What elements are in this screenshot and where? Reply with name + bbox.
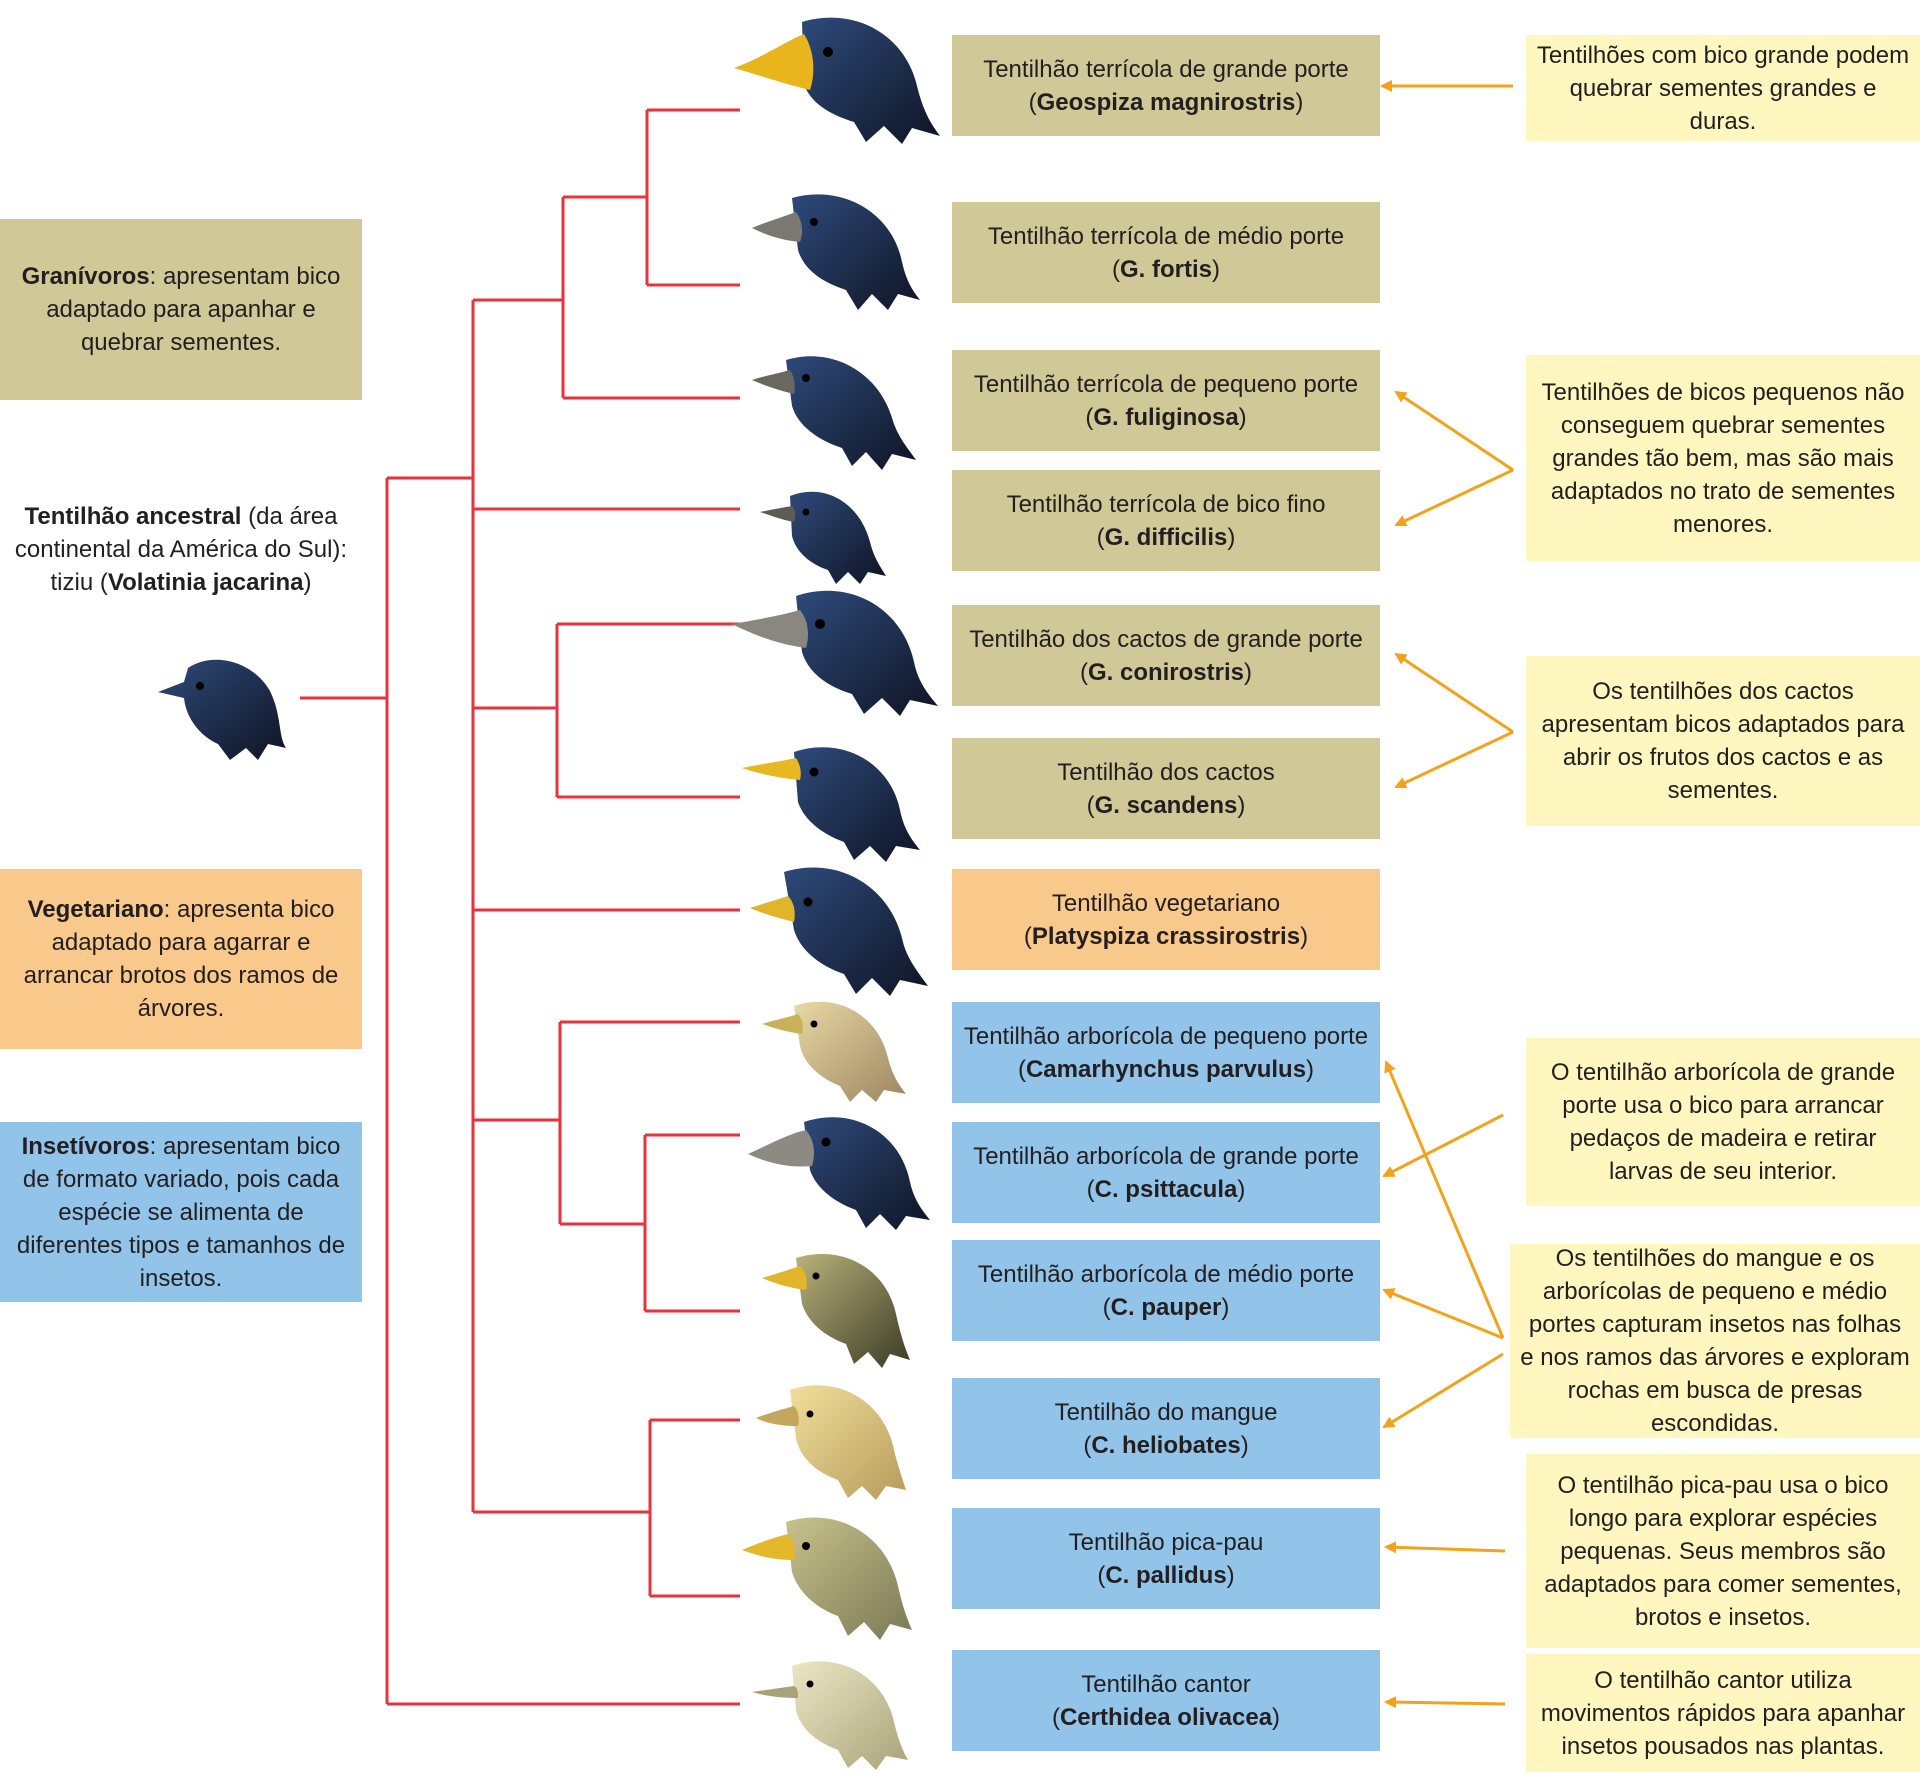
category-description: : apresentam bico adaptado para apanhar …: [46, 263, 341, 356]
bird-head-fuliginosa: [752, 356, 916, 470]
species-scientific-name: C. psittacula: [1094, 1175, 1238, 1203]
species-scientific-name: G. fortis: [1119, 255, 1212, 283]
bird-head-ancestral: [158, 659, 286, 760]
species-scientific-name: Camarhynchus parvulus: [1025, 1055, 1307, 1083]
species-box: Tentilhão arborícola de pequeno porte (C…: [952, 1002, 1380, 1103]
category-description: : apresentam bico de formato variado, po…: [16, 1132, 346, 1292]
arrow-2b: [1394, 468, 1514, 527]
species-scientific-name: C. heliobates: [1091, 1431, 1241, 1459]
tree-branches: [300, 108, 740, 1706]
ancestral-scientific-name: Volatinia jacarina: [107, 568, 304, 596]
species-box: Tentilhão dos cactos (G. scandens): [952, 738, 1380, 839]
species-common-name: Tentilhão arborícola de pequeno porte: [963, 1022, 1369, 1050]
note-text: Tentilhões com bico grande podem quebrar…: [1536, 41, 1910, 135]
note-box: Tentilhões de bicos pequenos não consegu…: [1526, 355, 1920, 561]
note-text: Os tentilhões dos cactos apresentam bico…: [1541, 678, 1905, 804]
category-vegetariano: Vegetariano: apresenta bico adaptado par…: [0, 869, 362, 1049]
arrow-5b: [1382, 1288, 1504, 1340]
bird-head-olivacea: [752, 1661, 908, 1770]
species-common-name: Tentilhão dos cactos de grande porte: [969, 625, 1363, 653]
species-scientific-name: Platyspiza crassirostris: [1031, 922, 1301, 950]
category-term: Granívoros: [21, 263, 150, 290]
bird-head-difficilis: [760, 491, 886, 584]
ancestral-term: Tentilhão ancestral: [24, 502, 242, 530]
category-granivoros: Granívoros: apresentam bico adaptado par…: [0, 219, 362, 400]
species-box: Tentilhão terrícola de grande porte (Geo…: [952, 35, 1380, 136]
species-box: Tentilhão arborícola de médio porte (C. …: [952, 1240, 1380, 1341]
category-description: : apresenta bico adaptado para agarrar e…: [23, 896, 339, 1022]
species-box: Tentilhão vegetariano (Platyspiza crassi…: [952, 869, 1380, 970]
species-common-name: Tentilhão terrícola de grande porte: [983, 55, 1349, 83]
species-scientific-name: C. pallidus: [1105, 1561, 1227, 1589]
note-text: Tentilhões de bicos pequenos não consegu…: [1541, 378, 1905, 538]
bird-illustrations: [158, 17, 940, 1770]
note-box: Os tentilhões dos cactos apresentam bico…: [1526, 656, 1920, 826]
category-insetivoros: Insetívoros: apresentam bico de formato …: [0, 1122, 362, 1302]
species-scientific-name: G. scandens: [1094, 791, 1238, 819]
species-box: Tentilhão terrícola de pequeno porte (G.…: [952, 350, 1380, 451]
species-scientific-name: G. difficilis: [1104, 523, 1228, 551]
species-common-name: Tentilhão cantor: [1081, 1670, 1251, 1698]
arrow-5a: [1384, 1060, 1505, 1339]
bird-head-psittacula: [748, 1117, 930, 1230]
bird-head-scandens: [742, 747, 920, 862]
category-term: Insetívoros: [21, 1132, 150, 1160]
species-common-name: Tentilhão terrícola de médio porte: [987, 222, 1345, 250]
species-scientific-name: Geospiza magnirostris: [1036, 88, 1296, 116]
note-box: Tentilhões com bico grande podem quebrar…: [1526, 35, 1920, 141]
bird-head-parvulus: [762, 1001, 906, 1102]
bird-head-heliobates: [756, 1385, 906, 1500]
bird-head-conirostris: [732, 590, 938, 716]
note-text: O tentilhão cantor utiliza movimentos rá…: [1540, 1666, 1906, 1760]
note-text: Os tentilhões do mangue e os arborícolas…: [1520, 1245, 1910, 1437]
ancestral-description: (da área continental da América do Sul):…: [14, 502, 348, 596]
species-box: Tentilhão cantor (Certhidea olivacea): [952, 1650, 1380, 1751]
species-common-name: Tentilhão vegetariano: [1051, 889, 1281, 917]
species-box: Tentilhão arborícola de grande porte (C.…: [952, 1122, 1380, 1223]
note-text: O tentilhão pica-pau usa o bico longo pa…: [1544, 1471, 1902, 1631]
category-ancestral: Tentilhão ancestral (da área continental…: [0, 496, 362, 602]
species-common-name: Tentilhão dos cactos: [1057, 758, 1275, 786]
species-box: Tentilhão pica-pau (C. pallidus): [952, 1508, 1380, 1609]
species-common-name: Tentilhão pica-pau: [1068, 1528, 1264, 1556]
species-scientific-name: C. pauper: [1110, 1293, 1222, 1321]
note-text: O tentilhão arborícola de grande porte u…: [1550, 1059, 1896, 1185]
arrow-5c: [1382, 1352, 1504, 1429]
arrow-7: [1384, 1696, 1506, 1709]
species-box: Tentilhão do mangue (C. heliobates): [952, 1378, 1380, 1479]
species-scientific-name: G. conirostris: [1087, 658, 1245, 686]
arrow-3a: [1394, 652, 1514, 734]
arrows: [1380, 80, 1514, 1709]
note-box: Os tentilhões do mangue e os arborícolas…: [1510, 1244, 1920, 1438]
species-box: Tentilhão dos cactos de grande porte (G.…: [952, 605, 1380, 706]
species-common-name: Tentilhão do mangue: [1054, 1398, 1278, 1426]
species-common-name: Tentilhão terrícola de bico fino: [1006, 490, 1326, 518]
arrow-2a: [1394, 390, 1514, 472]
species-scientific-name: G. fuliginosa: [1093, 403, 1239, 431]
note-box: O tentilhão arborícola de grande porte u…: [1526, 1038, 1920, 1206]
species-common-name: Tentilhão arborícola de grande porte: [973, 1142, 1359, 1170]
arrow-6: [1384, 1541, 1506, 1554]
ancestral-close: ): [303, 568, 312, 596]
bird-head-fortis: [752, 194, 920, 310]
bird-head-magnirostris: [734, 17, 940, 145]
species-common-name: Tentilhão terrícola de pequeno porte: [973, 370, 1359, 398]
bird-head-pallidus: [742, 1517, 912, 1640]
bird-head-platyspiza: [750, 867, 928, 996]
category-term: Vegetariano: [27, 896, 164, 923]
species-scientific-name: Certhidea olivacea: [1059, 1703, 1273, 1731]
species-box: Tentilhão terrícola de bico fino (G. dif…: [952, 470, 1380, 571]
note-box: O tentilhão cantor utiliza movimentos rá…: [1526, 1654, 1920, 1772]
bird-head-pauper: [762, 1254, 910, 1368]
arrow-4: [1382, 1113, 1504, 1178]
arrow-3b: [1394, 730, 1514, 789]
note-box: O tentilhão pica-pau usa o bico longo pa…: [1526, 1454, 1920, 1648]
species-common-name: Tentilhão arborícola de médio porte: [977, 1260, 1355, 1288]
species-box: Tentilhão terrícola de médio porte (G. f…: [952, 202, 1380, 303]
